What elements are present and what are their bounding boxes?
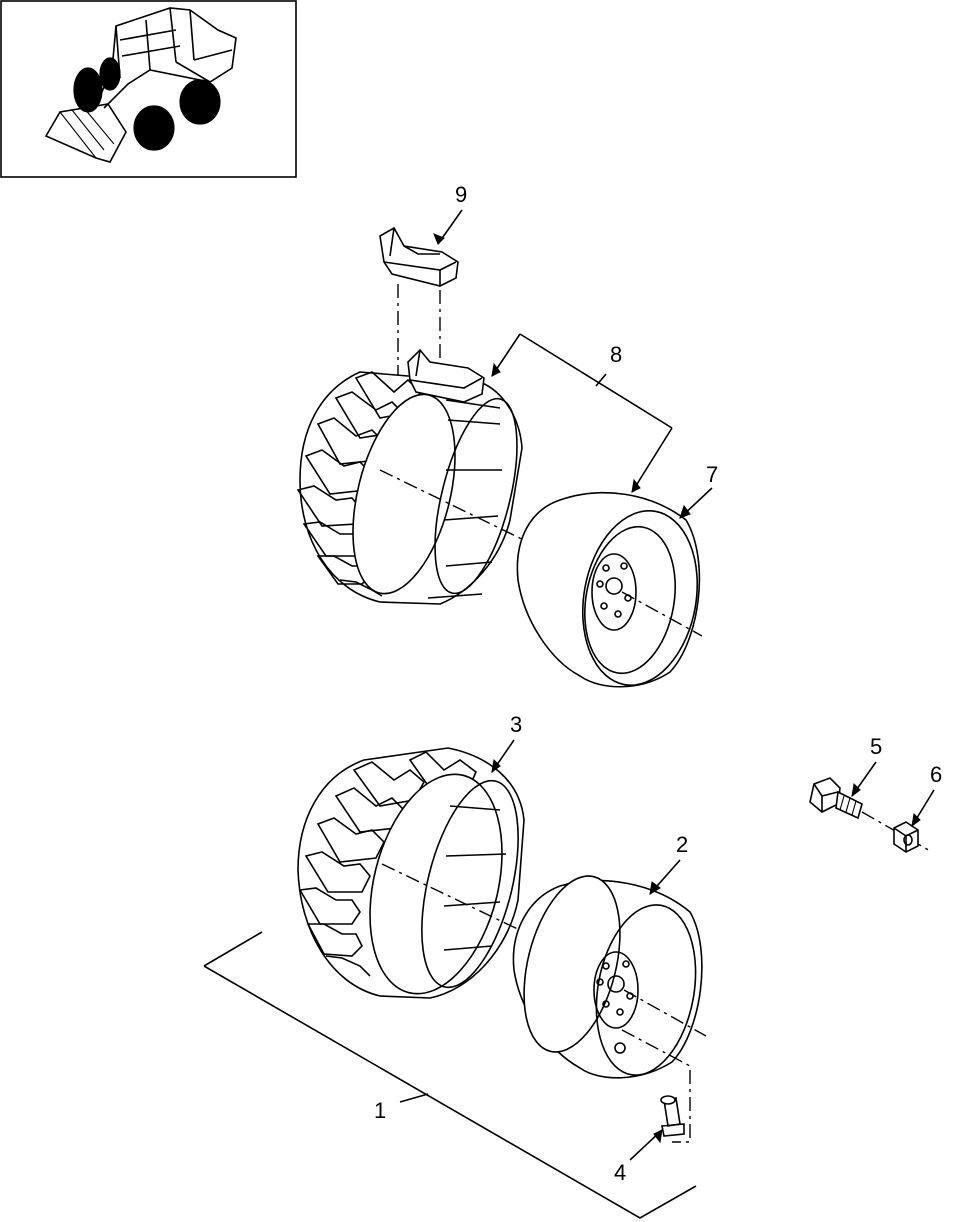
wheel-rim-2 <box>512 875 707 1079</box>
callout-2: 2 <box>676 832 688 857</box>
callout-9: 9 <box>455 182 467 207</box>
valve-alignment-line <box>621 1029 691 1143</box>
wheel-bolt-part <box>809 777 863 820</box>
tire-axis-line <box>379 469 533 545</box>
wheel-rim-7 <box>516 491 703 688</box>
machine-locator-inset <box>0 0 297 178</box>
lower-wheel-assembly: 3 2 4 1 <box>203 712 942 1219</box>
tire-3 <box>297 747 529 999</box>
rim-2-axis-line <box>623 989 707 1037</box>
inset-wheel-front-right <box>133 105 175 151</box>
tread-insert-part <box>379 226 459 287</box>
inset-wheel-rear-left <box>99 57 121 91</box>
tire-3-bore <box>369 773 503 995</box>
bracket-1 <box>203 931 697 1219</box>
tire-with-inserts <box>296 348 533 605</box>
callout-8: 8 <box>610 342 622 367</box>
inset-wheel-front-left <box>73 67 103 113</box>
callout-1: 1 <box>374 1098 386 1123</box>
valve-stem-part <box>660 1095 685 1137</box>
callout-3: 3 <box>510 712 522 737</box>
rim-2-hub <box>593 951 639 1029</box>
callout-5: 5 <box>870 734 882 759</box>
inset-wheel-rear-right <box>179 79 221 125</box>
upper-wheel-assembly: 9 8 7 <box>296 182 718 688</box>
callout-6: 6 <box>930 762 942 787</box>
callout-4: 4 <box>614 1160 626 1185</box>
inset-frame <box>0 0 297 178</box>
loader-bucket <box>44 103 127 163</box>
wheel-nut-part <box>893 821 919 853</box>
bracket-8 <box>491 333 673 493</box>
rim-7-hub <box>591 553 637 631</box>
callout-7: 7 <box>706 462 718 487</box>
leader-1 <box>399 1093 429 1103</box>
valve-hole <box>614 1042 626 1054</box>
